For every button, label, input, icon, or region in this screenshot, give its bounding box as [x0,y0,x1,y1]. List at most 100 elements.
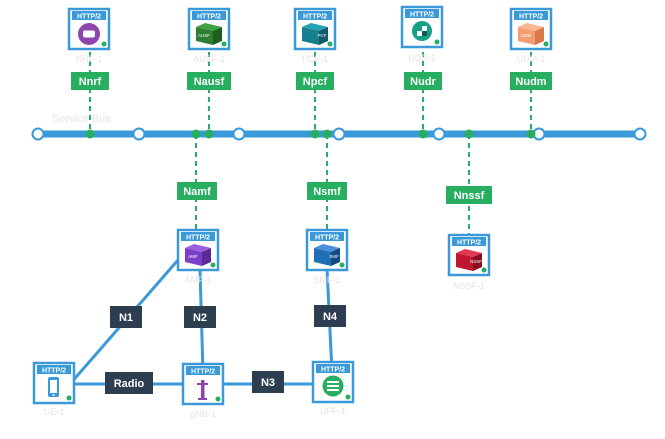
http2-badge [316,364,350,373]
svg-text:HTTP/2: HTTP/2 [191,369,215,376]
http2-badge [192,11,226,20]
bus-endpoint[interactable] [31,127,45,141]
http2-badge [181,232,215,241]
svg-text:Nsmf: Nsmf [313,186,341,198]
status-dot [66,395,72,401]
svg-text:SMF: SMF [329,254,339,259]
svg-text:HTTP/2: HTTP/2 [197,14,221,21]
reference-radio[interactable]: Radio [105,372,153,394]
bus-attach-point [322,129,332,139]
bus-attach-point [464,129,474,139]
bus-attach-point [85,129,95,139]
interface-nnssf[interactable]: Nnssf [446,186,492,204]
svg-text:AUSF: AUSF [198,33,210,38]
nssf-icon: NSSF [456,249,482,271]
service-bus-label: Service Bus [52,113,111,125]
svg-text:Nudr: Nudr [410,76,436,88]
svg-text:NSSF: NSSF [470,259,482,264]
svg-text:UDM: UDM [521,33,531,38]
node-label: NRF-1 [76,54,103,64]
node-label: NSSF-1 [453,281,485,291]
node-label: UDM-1 [517,54,546,64]
interface-nudm[interactable]: Nudm [510,72,552,90]
status-dot [327,41,333,47]
node-nrf[interactable]: HTTP/2 NRF-1 [67,7,111,64]
status-dot [339,262,345,268]
pcf-icon: PCF [302,23,328,45]
svg-text:N3: N3 [261,377,275,389]
svg-text:HTTP/2: HTTP/2 [77,14,101,21]
node-udm[interactable]: HTTP/2 UDM UDM-1 [509,7,553,64]
node-nssf[interactable]: HTTP/2 NSSF NSSF-1 [447,233,491,291]
node-ausf[interactable]: HTTP/2 AUSF AUSF-1 [187,7,231,64]
node-label: UE-1 [44,407,65,417]
bus-attach-point [191,129,201,139]
svg-text:HTTP/2: HTTP/2 [519,14,543,21]
node-label: AUSF-1 [193,54,225,64]
node-label: gNB-1 [190,409,216,419]
node-label: AMF-1 [185,275,212,285]
node-gnb[interactable]: HTTP/2 gNB-1 [181,362,225,419]
reference-n4[interactable]: N4 [314,305,346,327]
svg-text:Nudm: Nudm [515,76,546,88]
phone-icon [48,377,59,397]
antenna-icon [197,380,208,400]
http2-badge [514,11,548,20]
interface-nsmf[interactable]: Nsmf [307,182,347,200]
interface-namf[interactable]: Namf [177,182,217,200]
svg-text:HTTP/2: HTTP/2 [42,368,66,375]
bus-endpoint[interactable] [633,127,647,141]
svg-text:N4: N4 [323,311,338,323]
nrf-icon [78,23,100,45]
node-label: UDR-1 [408,53,436,63]
node-smf[interactable]: HTTP/2 SMF SMF-1 [305,228,349,285]
reference-n1[interactable]: N1 [110,306,142,328]
bus-junction[interactable] [332,127,346,141]
status-dot [101,41,107,47]
http2-badge [452,237,486,246]
node-ue[interactable]: HTTP/2 UE-1 [32,361,76,417]
svg-text:PCF: PCF [318,33,327,38]
bus-attach-point [418,129,428,139]
reference-n3[interactable]: N3 [252,371,284,393]
svg-text:Nnrf: Nnrf [79,76,102,88]
node-udr[interactable]: HTTP/2 UDR-1 [400,5,444,63]
svg-text:HTTP/2: HTTP/2 [457,240,481,247]
bus-junction[interactable] [232,127,246,141]
svg-text:Radio: Radio [114,378,145,390]
interface-nudr[interactable]: Nudr [404,72,442,90]
interface-nnrf[interactable]: Nnrf [71,72,109,90]
http2-badge [298,11,332,20]
node-pcf[interactable]: HTTP/2 PCF PCF-1 [293,7,337,64]
bus-junction[interactable] [132,127,146,141]
udr-icon [412,21,432,41]
svg-text:AMF: AMF [188,254,198,259]
http2-badge [186,366,220,375]
reference-labels: N1 N2 N4 Radio N3 [105,305,346,394]
bus-junction[interactable] [432,127,446,141]
http2-badge [310,232,344,241]
amf-icon: AMF [185,244,211,266]
interface-npcf[interactable]: Npcf [296,72,334,90]
node-label: SMF-1 [314,275,341,285]
service-bus: Service Bus [31,113,647,141]
node-amf[interactable]: HTTP/2 AMF AMF-1 [176,228,220,285]
status-dot [345,394,351,400]
svg-text:N1: N1 [119,312,133,324]
status-dot [543,41,549,47]
svg-text:HTTP/2: HTTP/2 [321,367,345,374]
upf-icon [322,375,344,397]
http2-badge [72,11,106,20]
svg-text:N2: N2 [193,312,207,324]
svg-text:HTTP/2: HTTP/2 [315,235,339,242]
http2-badge [37,365,71,374]
node-label: UPF-1 [320,406,346,416]
svg-text:Namf: Namf [183,186,211,198]
interface-nausf[interactable]: Nausf [187,72,231,90]
node-upf[interactable]: HTTP/2 UPF-1 [311,360,355,416]
status-dot [215,396,221,402]
reference-n2[interactable]: N2 [184,306,216,328]
svg-text:Nnssf: Nnssf [454,190,485,202]
svg-text:Npcf: Npcf [303,76,328,88]
status-dot [481,267,487,273]
